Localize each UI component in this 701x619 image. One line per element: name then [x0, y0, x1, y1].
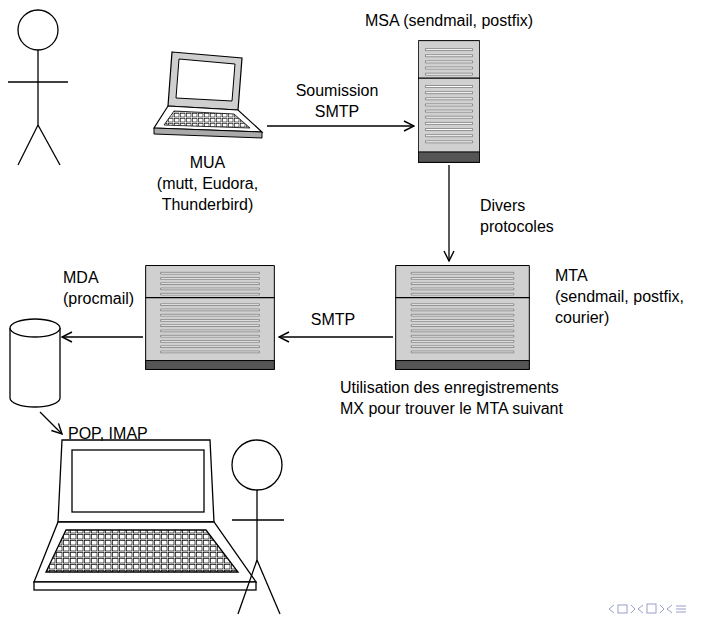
server-box: MDA (procmail): [145, 265, 275, 370]
node-heading: MUA (mutt, Eudora, Thunderbird): [110, 152, 305, 215]
edge-label: Divers protocoles: [480, 195, 570, 237]
connector-arrow: [448, 165, 449, 261]
arrow: [40, 412, 62, 434]
nav-icons: [609, 604, 686, 613]
server-box: MSA (sendmail, postfix): [418, 40, 480, 163]
server-icon: [145, 265, 275, 370]
node-heading: MTA (sendmail, postfix, courier): [555, 265, 695, 328]
server-icon: [418, 40, 480, 163]
client-laptop: MUA (mutt, Eudora, Thunderbird): [150, 48, 265, 148]
connector-arrow: [267, 125, 414, 126]
node-heading: MSA (sendmail, postfix): [338, 10, 560, 31]
edge-label: Soumission SMTP: [290, 80, 385, 122]
edge-label: SMTP: [298, 309, 368, 330]
server-icon: [395, 265, 530, 370]
note-text: Utilisation des enregistrements MX pour …: [340, 377, 575, 419]
node-heading: MDA (procmail): [63, 267, 138, 309]
connector-arrow: [279, 336, 393, 337]
laptop-icon: [150, 48, 265, 148]
mailbox-cylinder: [10, 319, 60, 407]
stick-figure: [8, 10, 68, 165]
laptop: [34, 440, 256, 590]
server-box: MTA (sendmail, postfix, courier): [395, 265, 530, 370]
arrow: [62, 336, 143, 337]
stick-figure: [232, 440, 284, 614]
note-text: POP, IMAP: [68, 423, 168, 444]
